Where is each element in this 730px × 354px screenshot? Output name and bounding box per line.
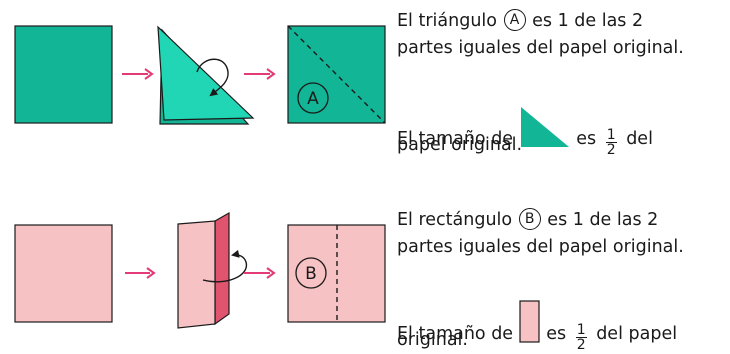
arrow-b2	[244, 267, 276, 279]
row-b-size-line2: original.	[397, 330, 468, 350]
arrow-a2	[244, 68, 276, 80]
row-a-size-line2: papel original.	[397, 135, 523, 155]
circle-b-inline: B	[518, 208, 541, 230]
diagonal-fold-line	[287, 25, 386, 124]
fraction-a-num: 1	[605, 127, 617, 143]
label-circle-a	[297, 82, 329, 114]
row-a-line1-before: El triángulo	[397, 11, 497, 31]
teal-square-paper	[14, 25, 113, 124]
fraction-b-den: 2	[576, 337, 586, 353]
row-b-size-tail: del papel	[596, 324, 678, 344]
fold-arrow-curve-b	[202, 249, 248, 283]
row-a-size-after: es	[576, 129, 597, 149]
row-b-size-after: es	[546, 324, 567, 344]
fraction-b-num: 1	[575, 322, 587, 338]
row-a-line1-after: es 1 de las 2	[532, 11, 644, 31]
row-b-line1-after: es 1 de las 2	[547, 210, 659, 230]
row-b-line1-before: El rectángulo	[397, 210, 513, 230]
small-rectangle-icon	[519, 300, 541, 348]
fraction-a-den: 2	[606, 142, 616, 158]
row-a-size-line: El tamaño de es 1 2 del	[397, 105, 653, 157]
folded-triangle-paper	[157, 25, 255, 125]
label-circle-b	[295, 257, 327, 289]
row-a-size-tail: del	[626, 129, 653, 149]
label-a-text: A	[307, 89, 319, 109]
pink-square-paper	[14, 224, 113, 323]
arrow-b1	[125, 267, 156, 279]
circle-a-inline: A	[503, 9, 526, 31]
row-b-size-line: El tamaño de es 1 2 del papel	[397, 300, 677, 352]
row-b-line2: partes iguales del papel original.	[397, 237, 684, 257]
fraction-half-b: 1 2	[575, 322, 587, 353]
row-b-size-before: El tamaño de	[397, 324, 514, 344]
row-b-line1: El rectángulo B es 1 de las 2	[397, 207, 658, 234]
row-a-size-before: El tamaño de	[397, 129, 514, 149]
label-b-text: B	[305, 264, 317, 284]
folded-rectangle-paper	[177, 211, 230, 329]
fraction-half-a: 1 2	[605, 127, 617, 158]
small-triangle-icon	[519, 105, 571, 153]
row-a-line2: partes iguales del papel original.	[397, 38, 684, 58]
fold-arrow-curve	[196, 58, 229, 97]
row-a-line1: El triángulo A es 1 de las 2	[397, 8, 643, 35]
arrow-a1	[122, 68, 154, 80]
